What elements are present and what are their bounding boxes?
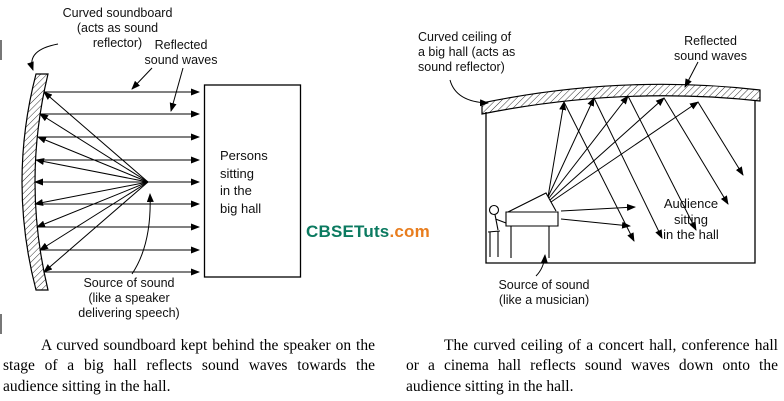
curved-soundboard bbox=[21, 73, 49, 291]
ceiling-label: Curved ceiling of a big hall (acts as so… bbox=[418, 30, 516, 74]
reflected-ray-arrows bbox=[35, 88, 200, 276]
soundboard-diagram-svg bbox=[21, 43, 302, 291]
soundboard-label: Curved soundboard (acts as sound reflect… bbox=[62, 6, 173, 50]
source-pointer-arrow bbox=[131, 193, 154, 275]
musician-piano-drawing bbox=[487, 192, 559, 258]
page-edge-mark-bottom bbox=[0, 314, 2, 334]
page-edge-mark-top bbox=[0, 40, 2, 60]
left-caption: A curved soundboard kept behind the spea… bbox=[3, 337, 375, 395]
soundboard-diagram-panel: Curved soundboard (acts as sound reflect… bbox=[3, 6, 375, 395]
ceiling-pointer-arrow bbox=[449, 79, 489, 107]
source-label-right: Source of sound (like a musician) bbox=[498, 278, 590, 307]
ceiling-diagram-svg bbox=[449, 61, 761, 277]
ceiling-diagram-panel: Curved ceiling of a big hall (acts as so… bbox=[398, 0, 784, 401]
direct-ray-arrows bbox=[560, 203, 636, 229]
reflected-pointer-arrow-1 bbox=[131, 67, 153, 90]
persons-box bbox=[203, 84, 302, 278]
incident-ray-arrows-right bbox=[547, 95, 699, 203]
reflected-ray-arrows-right bbox=[563, 95, 744, 242]
watermark-brand: CBSETuts bbox=[306, 222, 390, 241]
persons-label: Persons sitting in the big hall bbox=[220, 148, 268, 216]
watermark-suffix: .com bbox=[389, 222, 430, 241]
curved-ceiling bbox=[481, 83, 761, 115]
reflected-pointer-arrow-2 bbox=[169, 67, 184, 112]
incident-ray-arrows bbox=[34, 91, 149, 273]
audience-label: Audience sitting in the hall bbox=[663, 196, 719, 243]
reflected-waves-label: Reflected sound waves bbox=[144, 38, 218, 67]
watermark: CBSETuts.com bbox=[306, 222, 430, 242]
soundboard-pointer-arrow bbox=[27, 43, 59, 71]
source-label: Source of sound (like a speaker deliveri… bbox=[78, 276, 180, 320]
source-pointer-arrow-right bbox=[535, 254, 548, 277]
hall-outline bbox=[485, 100, 756, 264]
reflected-waves-label-right: Reflected sound waves bbox=[674, 34, 747, 63]
right-caption: The curved ceiling of a concert hall, co… bbox=[406, 337, 778, 395]
reflected-pointer-arrow-right bbox=[684, 61, 699, 88]
